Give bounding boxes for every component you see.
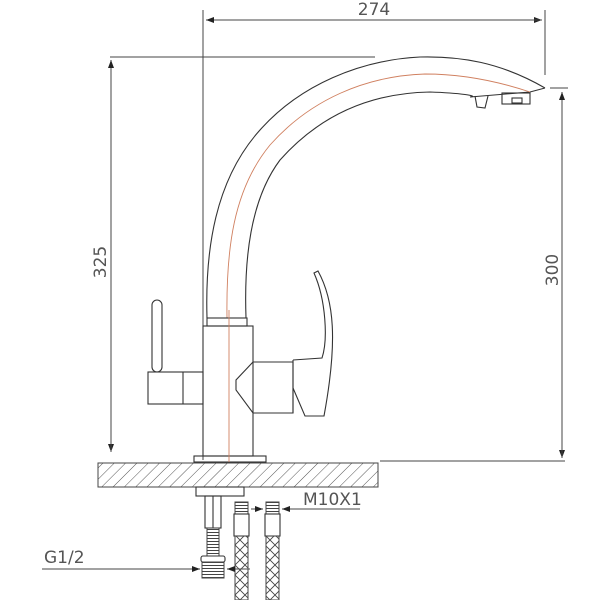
hose-left	[233, 501, 250, 600]
faucet-body	[193, 310, 267, 463]
dimension-label-300: 300	[543, 254, 563, 286]
faucet-spout	[206, 56, 546, 319]
dimension-spout-height: 300	[380, 87, 568, 462]
label-m10x1: M10X1	[303, 490, 362, 510]
mounting-stud	[195, 486, 245, 579]
label-g1-2: G1/2	[44, 548, 85, 568]
callout-hose-thread: M10X1	[251, 490, 362, 512]
dimension-label-274: 274	[358, 0, 390, 20]
callout-inlet-thread: G1/2	[42, 548, 250, 572]
mixer-lever	[235, 270, 334, 417]
hose-right	[264, 501, 281, 600]
dimension-label-325: 325	[91, 246, 111, 278]
filter-handle	[147, 299, 204, 405]
countertop	[97, 462, 379, 488]
dimension-total-height: 325	[91, 56, 375, 452]
dimension-spout-reach: 274	[202, 0, 546, 460]
